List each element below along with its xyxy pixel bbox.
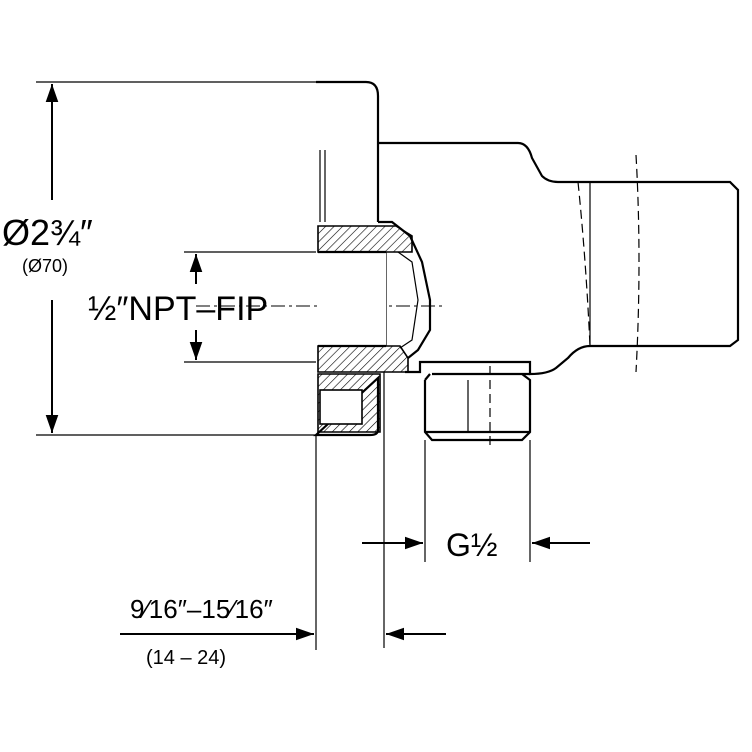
inlet-thread-label: ½″NPT–FIP xyxy=(88,290,268,328)
dim-wall xyxy=(120,435,446,650)
dim-diameter xyxy=(36,81,316,436)
socket-outline xyxy=(378,220,432,359)
dim-outlet xyxy=(362,372,590,648)
diameter-inch-label: Ø2¾″ xyxy=(2,212,93,253)
dim-inlet xyxy=(184,251,316,363)
wall-range-inch-label: 9⁄16″–15⁄16″ xyxy=(130,594,273,624)
outlet-thread-label: G½ xyxy=(446,527,498,563)
outlet-nipple xyxy=(423,372,532,442)
diameter-mm-label: (Ø70) xyxy=(22,256,68,276)
section-hatching xyxy=(317,225,413,433)
body-outline xyxy=(378,141,740,376)
hidden-lines xyxy=(489,154,640,446)
wall-range-mm-label: (14 – 24) xyxy=(146,647,226,669)
